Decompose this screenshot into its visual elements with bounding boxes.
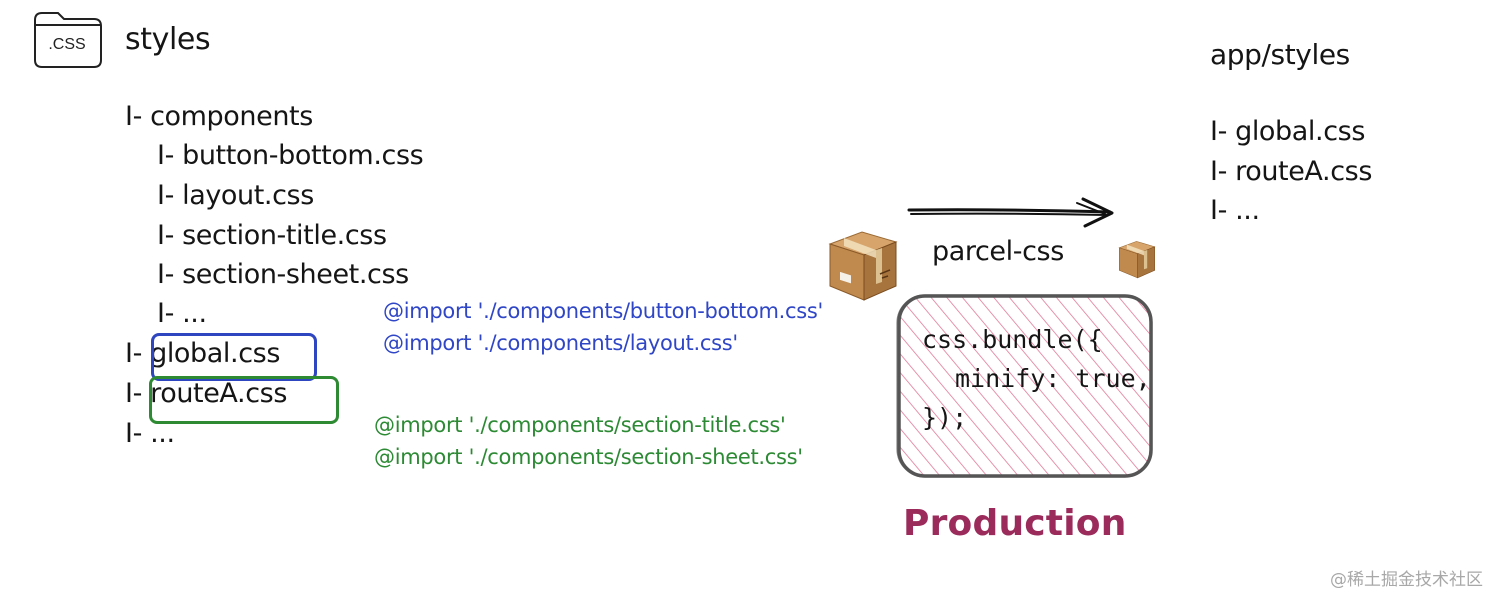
output-item-global: I- global.css [1210, 116, 1365, 147]
tree-item-global: I- global.css [125, 338, 280, 369]
tool-label: parcel-css [932, 236, 1064, 267]
tree-item-more-components: I- ... [157, 298, 207, 329]
watermark: @稀土掘金技术社区 [1330, 570, 1483, 590]
production-label: Production [903, 503, 1127, 544]
tree-item-section-sheet: I- section-sheet.css [157, 259, 409, 290]
output-item-more: I- ... [1210, 195, 1260, 226]
code-box: css.bundle({ minify: true, }); [893, 290, 1157, 482]
code-line-2: minify: true, [955, 364, 1151, 393]
output-folder-title: app/styles [1210, 38, 1350, 71]
output-item-routeA: I- routeA.css [1210, 156, 1372, 187]
tree-item-button-bottom: I- button-bottom.css [157, 140, 424, 171]
import-button-bottom: @import './components/button-bottom.css' [383, 299, 824, 323]
tree-item-components: I- components [125, 101, 313, 132]
arrow-icon [905, 195, 1120, 231]
tree-item-section-title: I- section-title.css [157, 220, 387, 251]
import-layout: @import './components/layout.css' [383, 331, 738, 355]
folder-icon: .CSS [32, 10, 104, 70]
global-highlight-box [151, 333, 317, 381]
import-section-sheet: @import './components/section-sheet.css' [374, 445, 803, 469]
code-line-3: }); [922, 403, 968, 432]
tree-item-layout: I- layout.css [157, 180, 314, 211]
package-box-icon [822, 222, 904, 304]
code-line-1: css.bundle({ [922, 325, 1103, 354]
folder-label: .CSS [48, 36, 86, 53]
import-section-title: @import './components/section-title.css' [374, 413, 786, 437]
routeA-highlight-box [149, 376, 339, 424]
package-small-icon [1115, 236, 1159, 280]
source-folder-title: styles [125, 22, 211, 57]
